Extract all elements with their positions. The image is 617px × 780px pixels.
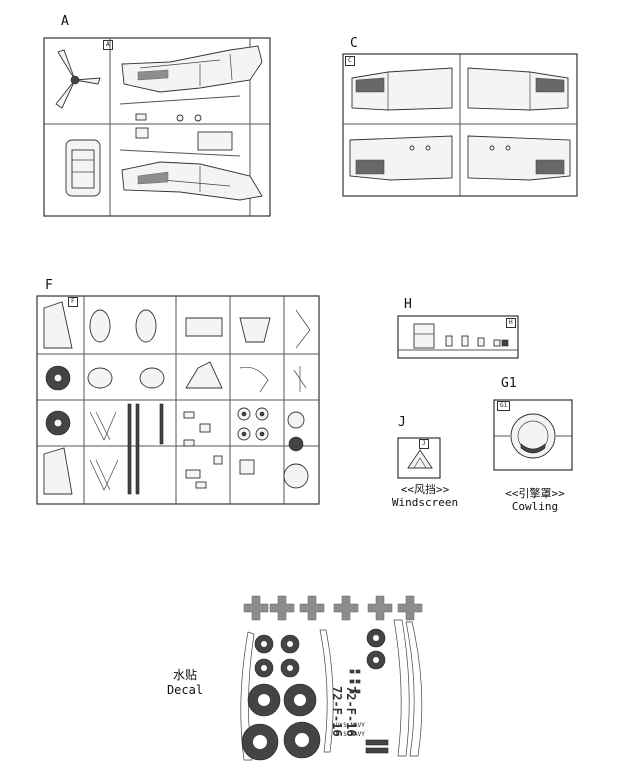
stripe-decal-left xyxy=(240,631,255,761)
wing-upper-right xyxy=(467,67,569,111)
sprue-f-tag: F xyxy=(68,297,78,307)
strut-part-2 xyxy=(89,459,119,491)
tripod-part xyxy=(185,361,223,389)
wheels xyxy=(237,407,269,441)
gun-mount-part xyxy=(239,317,271,343)
windscreen-part xyxy=(407,449,433,469)
cowling-part xyxy=(510,413,556,459)
cross-insignia-row xyxy=(243,595,423,621)
small-markings xyxy=(349,669,389,754)
sprue-a-label: A xyxy=(61,14,69,29)
seat-part-1 xyxy=(89,309,111,343)
decal-caption-en: Decal xyxy=(166,683,204,697)
sprue-a-tag: A xyxy=(103,40,113,50)
sprue-g1 xyxy=(493,399,573,471)
engine-cylinders-rear xyxy=(45,410,71,436)
sprue-g1-tag: G1 xyxy=(497,401,511,411)
sprue-a xyxy=(43,37,271,217)
small-parts-a xyxy=(119,95,241,157)
decal-caption: 水贴 Decal xyxy=(160,668,210,698)
seat-part-4 xyxy=(139,367,165,389)
wing-lower-left xyxy=(349,135,453,181)
windscreen-frame-part xyxy=(413,323,435,349)
fuselage-half-lower xyxy=(121,161,263,201)
engine-block-part xyxy=(65,139,101,197)
gear-leg-part xyxy=(239,366,269,393)
sprue-h-tag: H xyxy=(506,318,516,328)
cowling-caption-en: Cowling xyxy=(511,500,559,513)
roundel-decals xyxy=(241,628,386,761)
strut-bars xyxy=(127,403,164,495)
stripe-decal-right2 xyxy=(405,621,423,757)
decal-sheet xyxy=(240,595,423,761)
tail-wheel-part xyxy=(293,366,307,392)
sprue-c-tag: C xyxy=(345,56,355,66)
sprue-j-tag: J xyxy=(419,439,429,449)
sprue-j-label: J xyxy=(398,415,406,430)
wing-upper-left xyxy=(351,67,453,111)
sprue-g1-label: G1 xyxy=(501,376,517,391)
antenna-part xyxy=(295,309,311,349)
sprue-c-label: C xyxy=(350,36,358,51)
engine-cylinders-front xyxy=(45,365,71,391)
stripe-decal-mid xyxy=(319,629,334,753)
sprue-f xyxy=(36,295,320,505)
gear-cog-2 xyxy=(288,436,304,452)
fuselage-half-upper xyxy=(121,45,263,93)
cowling-caption: <<引擎罩>> Cowling xyxy=(487,487,583,513)
wing-lower-right xyxy=(467,135,571,181)
strut-part-1 xyxy=(89,411,117,441)
sprue-f-label: F xyxy=(45,278,53,293)
sprue-h xyxy=(397,315,519,359)
small-parts-f xyxy=(183,411,255,489)
cockpit-frame-part xyxy=(185,317,223,337)
rudder-part xyxy=(43,447,73,495)
seat-part-3 xyxy=(87,367,113,389)
instrument-panel-part xyxy=(283,463,309,489)
windscreen-caption-en: Windscreen xyxy=(391,496,459,509)
stripe-decal-right xyxy=(393,619,410,757)
sprue-c xyxy=(342,53,578,197)
tail-fin-part xyxy=(43,301,73,349)
decal-navy-1: U.S.NAVY xyxy=(336,722,365,729)
decal-navy-2: U.S.NAVY xyxy=(336,731,365,738)
gear-cog-1 xyxy=(287,411,305,429)
propeller-part xyxy=(55,49,101,109)
sprue-h-label: H xyxy=(404,297,412,312)
seat-part-2 xyxy=(135,309,157,343)
windscreen-caption-cn: <<风挡>> xyxy=(400,483,450,496)
sprue-j xyxy=(397,437,441,479)
cowling-caption-cn: <<引擎罩>> xyxy=(505,487,565,500)
windscreen-caption: <<风挡>> Windscreen xyxy=(380,483,470,509)
decal-caption-cn: 水贴 xyxy=(172,668,197,682)
